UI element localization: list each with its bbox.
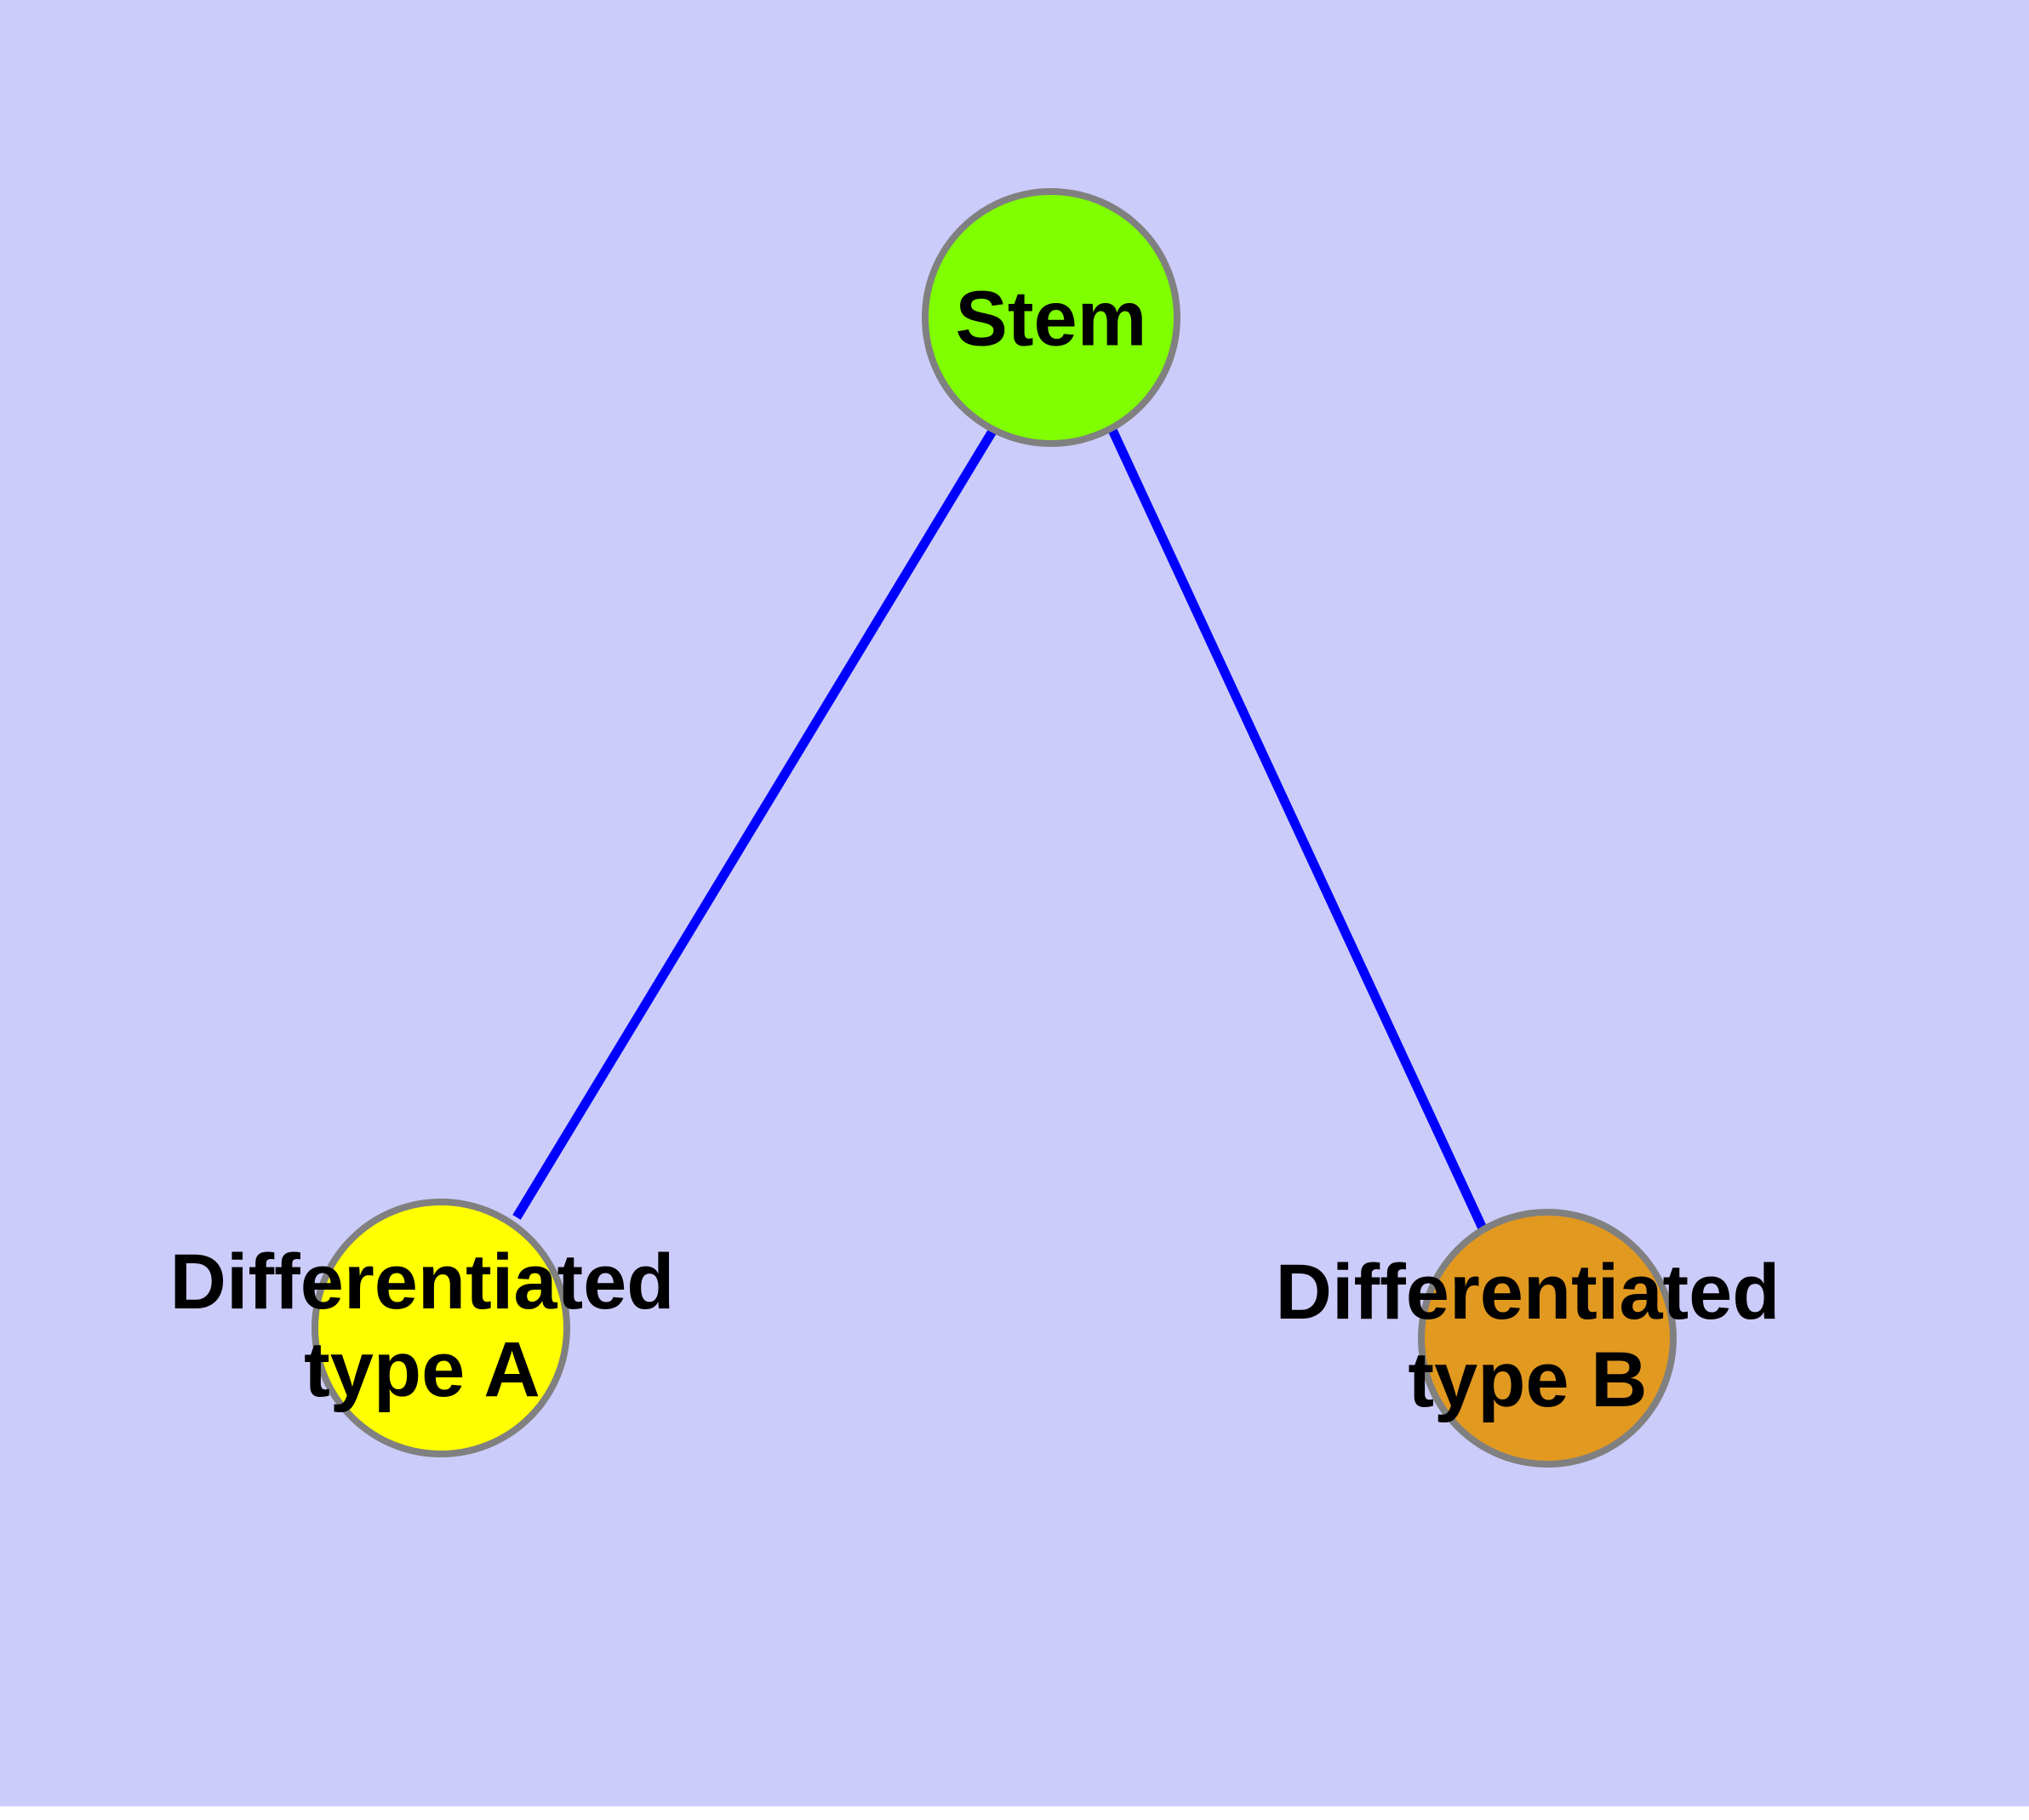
node-stem[interactable] [922, 188, 1180, 447]
node-differentiated-type-a[interactable] [311, 1199, 570, 1457]
node-differentiated-type-b[interactable] [1418, 1209, 1677, 1468]
edge-stem-to-differentiated-type-a[interactable] [512, 427, 997, 1220]
edge-layer [512, 427, 1487, 1231]
node-layer [311, 188, 1677, 1468]
edge-stem-to-differentiated-type-b[interactable] [1108, 427, 1487, 1231]
